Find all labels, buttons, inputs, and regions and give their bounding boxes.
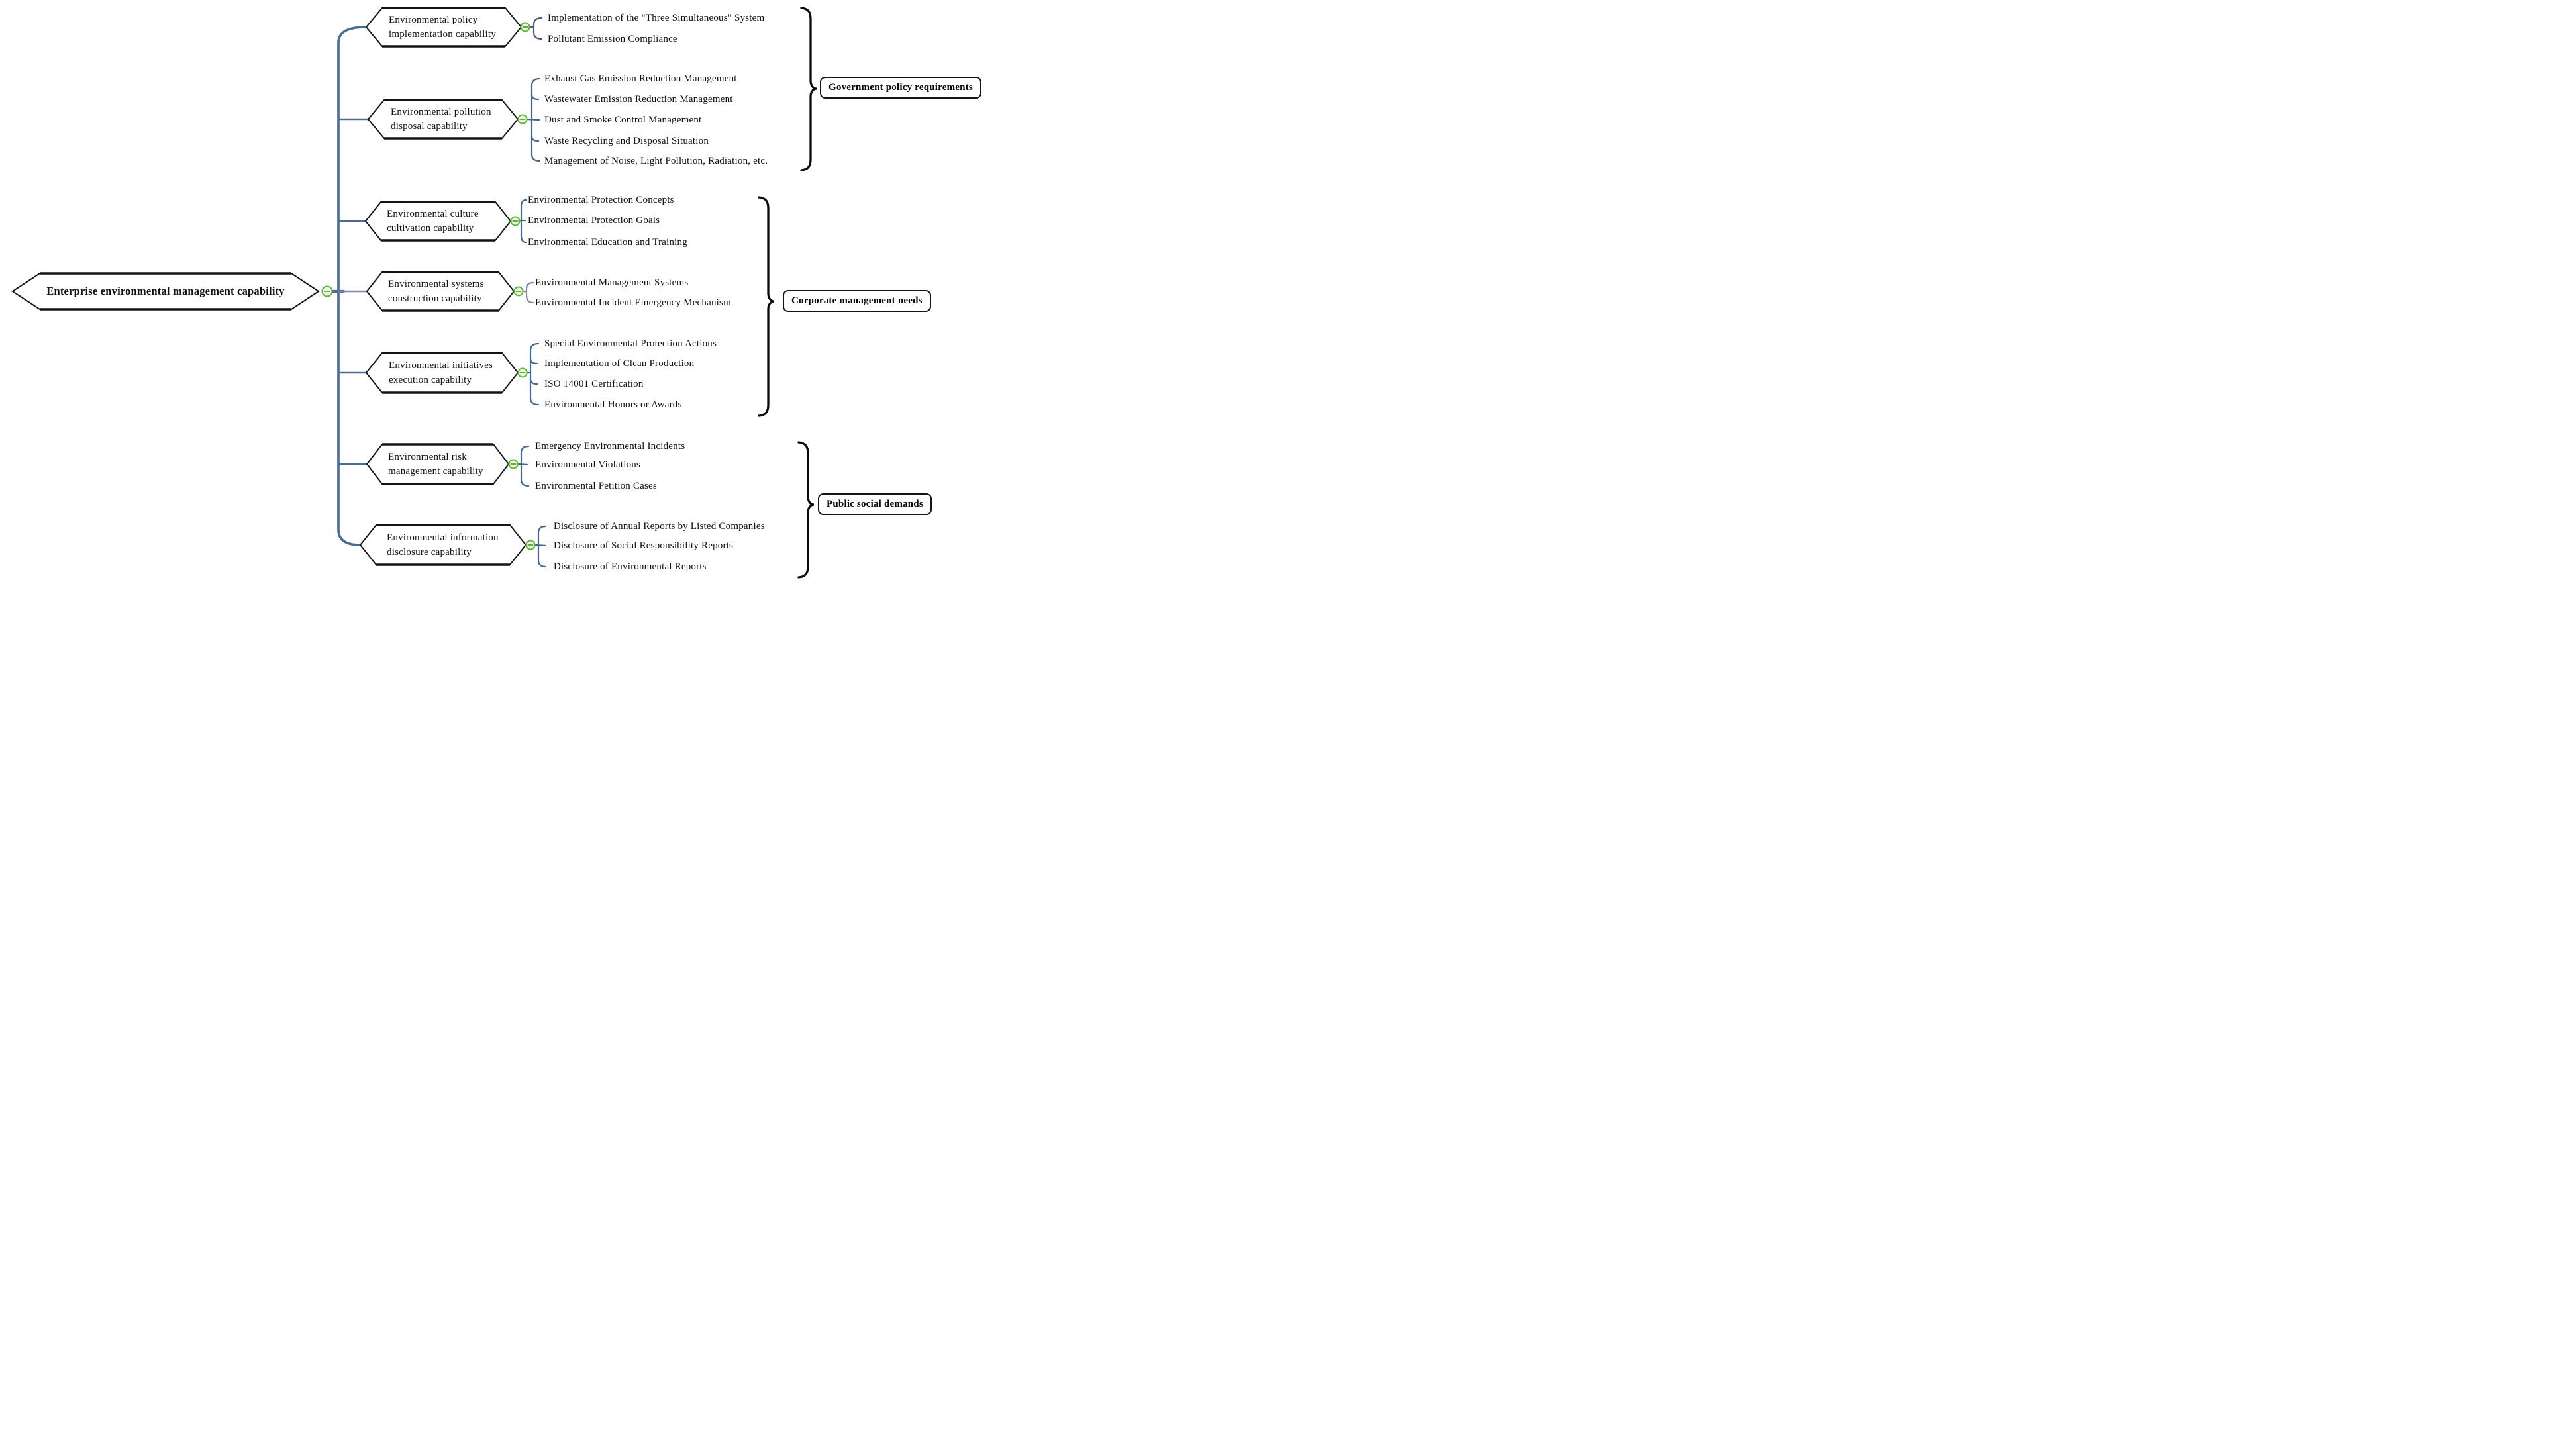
leaf-topic[interactable]: Disclosure of Environmental Reports (554, 561, 707, 572)
collapse-minus-icon[interactable] (508, 459, 519, 469)
leaf-connector-initiatives (526, 342, 540, 406)
node-label-line: execution capability (389, 375, 472, 385)
node-label-line: Environmental risk (388, 451, 467, 462)
node-label-line: Environmental culture (387, 208, 479, 219)
leaf-connector-policy (528, 17, 543, 40)
branch-node-culture[interactable]: Environmental culture cultivation capabi… (366, 202, 511, 240)
leaf-connector-disclosure (534, 525, 547, 568)
leaf-topic[interactable]: Exhaust Gas Emission Reduction Managemen… (544, 73, 737, 84)
node-shapes (11, 7, 527, 565)
leaf-connector-risk (517, 445, 530, 487)
leaf-topic[interactable]: Environmental Honors or Awards (544, 399, 682, 410)
branch-node-disclosure[interactable]: Environmental information disclosure cap… (360, 525, 526, 565)
collapse-minus-icon[interactable] (520, 22, 530, 32)
leaf-topic[interactable]: Environmental Incident Emergency Mechani… (535, 297, 731, 308)
mindmap-diagram: Enterprise environmental management capa… (0, 0, 1024, 583)
leaf-topic[interactable]: Environmental Education and Training (528, 237, 687, 248)
grouping-brace (800, 7, 817, 171)
root-node[interactable]: Enterprise environmental management capa… (13, 273, 319, 309)
trunk-line (330, 26, 370, 546)
group-label-government[interactable]: Government policy requirements (820, 77, 981, 99)
leaf-connector-systems (522, 281, 534, 304)
grouping-brace (758, 196, 775, 417)
connector-layer (11, 7, 817, 579)
leaf-topic[interactable]: Special Environmental Protection Actions (544, 338, 717, 349)
leaf-topic[interactable]: Environmental Petition Cases (535, 481, 657, 491)
leaf-topic[interactable]: Implementation of Clean Production (544, 358, 695, 369)
grouping-braces (758, 7, 817, 579)
leaf-topic[interactable]: Disclosure of Social Responsibility Repo… (554, 540, 734, 551)
root-node-label: Enterprise environmental management capa… (46, 284, 285, 297)
leaf-topic[interactable]: Implementation of the "Three Simultaneou… (548, 13, 765, 23)
leaf-topic[interactable]: Environmental Violations (535, 460, 641, 470)
leaf-topic[interactable]: ISO 14001 Certification (544, 379, 644, 389)
leaf-topic[interactable]: Pollutant Emission Compliance (548, 34, 677, 44)
node-label-line: Environmental policy (389, 14, 478, 25)
group-label-public[interactable]: Public social demands (818, 493, 932, 515)
branch-node-policy[interactable]: Environmental policy implementation capa… (366, 8, 521, 46)
collapse-minus-icon[interactable] (525, 540, 536, 550)
branch-node-initiatives[interactable]: Environmental initiatives execution capa… (366, 353, 518, 393)
group-label-corporate[interactable]: Corporate management needs (783, 290, 931, 312)
leaf-topic[interactable]: Management of Noise, Light Pollution, Ra… (544, 156, 768, 166)
leaf-topic[interactable]: Wastewater Emission Reduction Management (544, 94, 733, 105)
collapse-minus-icon[interactable] (321, 285, 333, 297)
node-label-line: implementation capability (389, 29, 497, 40)
collapse-minus-icon[interactable] (517, 114, 528, 124)
node-label-line: disposal capability (391, 121, 468, 132)
collapse-icons (321, 22, 536, 550)
branch-node-risk[interactable]: Environmental risk management capability (367, 444, 509, 484)
collapse-minus-icon[interactable] (517, 367, 528, 378)
node-label-line: Environmental information (387, 532, 499, 543)
collapse-minus-icon[interactable] (513, 286, 524, 297)
node-label-line: Environmental systems (388, 278, 484, 289)
leaf-topic[interactable]: Environmental Protection Concepts (528, 195, 674, 205)
node-label-line: Environmental pollution (391, 106, 491, 117)
leaf-topic[interactable]: Disclosure of Annual Reports by Listed C… (554, 521, 765, 532)
node-label-line: construction capability (388, 293, 482, 304)
leaf-connector-pollution (526, 77, 541, 162)
branch-node-systems[interactable]: Environmental systems construction capab… (367, 272, 514, 311)
leaf-topic[interactable]: Environmental Management Systems (535, 277, 689, 288)
node-label-line: cultivation capability (387, 223, 474, 234)
node-label-line: management capability (388, 466, 483, 477)
leaf-topic[interactable]: Waste Recycling and Disposal Situation (544, 136, 709, 146)
leaf-topic[interactable]: Dust and Smoke Control Management (544, 115, 702, 125)
node-label-line: Environmental initiatives (389, 360, 493, 371)
node-label-line: disclosure capability (387, 547, 472, 558)
collapse-minus-icon[interactable] (510, 216, 521, 226)
branch-node-pollution[interactable]: Environmental pollution disposal capabil… (368, 100, 518, 138)
grouping-brace (797, 441, 815, 579)
leaf-connector-culture (519, 199, 527, 244)
leaf-topic[interactable]: Environmental Protection Goals (528, 215, 660, 226)
node-shape-accents (40, 7, 510, 566)
leaf-topic[interactable]: Emergency Environmental Incidents (535, 441, 685, 452)
